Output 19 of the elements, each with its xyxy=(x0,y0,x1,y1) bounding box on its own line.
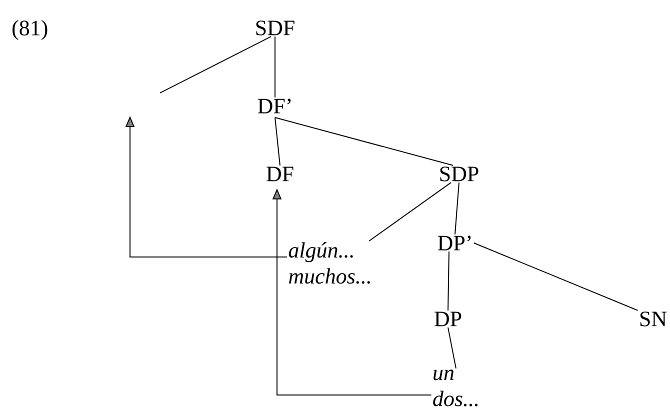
tree-branch xyxy=(454,182,460,235)
tree-branch xyxy=(473,242,638,311)
tree-node-label: DP’ xyxy=(438,236,471,250)
tree-node-label: SDP xyxy=(440,166,478,182)
tree-branch xyxy=(274,36,276,98)
tree-node-label: SN xyxy=(640,312,667,326)
phrase-label: algún... muchos... xyxy=(288,242,370,284)
tree-branch xyxy=(274,117,280,166)
tree-branch xyxy=(160,36,272,94)
tree-node-label: SDF xyxy=(256,20,294,36)
tree-branch xyxy=(274,117,454,166)
phrase-label: un dos... xyxy=(433,370,478,406)
tree-branch xyxy=(448,251,450,312)
example-number: (81) xyxy=(12,20,48,40)
tree-node-label: DF xyxy=(266,166,294,182)
tree-node-label: DF’ xyxy=(258,98,291,114)
tree-branch xyxy=(368,182,452,242)
tree-branch xyxy=(448,326,456,369)
tree-node-label: DP xyxy=(434,312,462,326)
